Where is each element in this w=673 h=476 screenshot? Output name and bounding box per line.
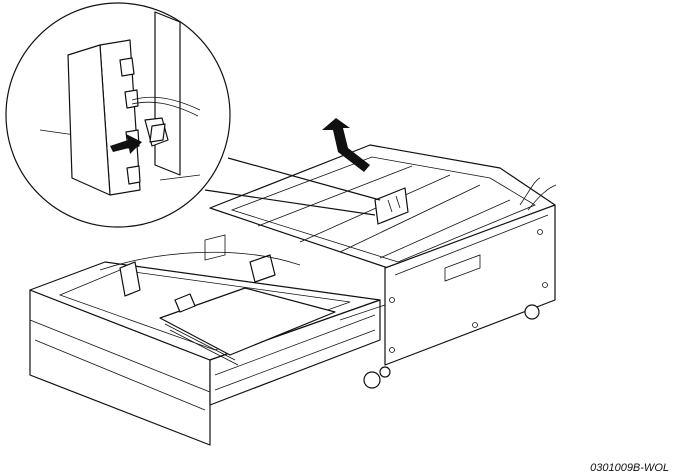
push-arrow-icon — [110, 134, 142, 154]
figure-code: 0301009B-WOL — [590, 462, 669, 474]
removal-arrow-icon — [322, 118, 370, 172]
paper-tray-drawer — [29, 234, 386, 446]
callout-magnifier-icon — [5, 2, 381, 228]
